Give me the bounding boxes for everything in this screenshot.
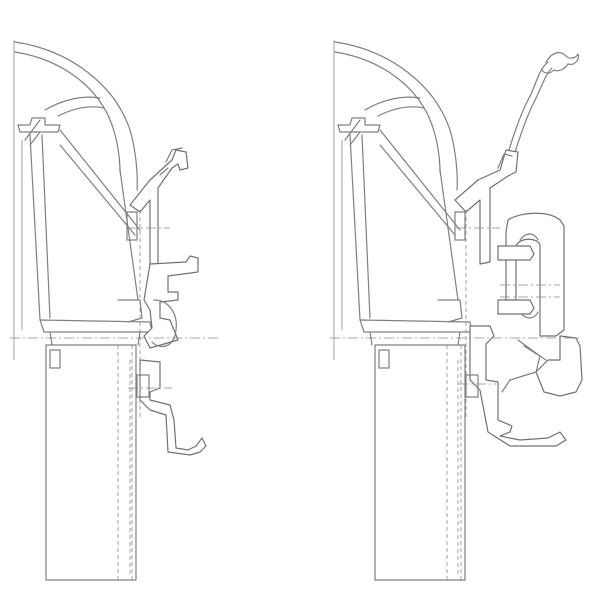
- right-axis-mid: [500, 284, 560, 298]
- right-awning-fabric-inner: [511, 67, 553, 163]
- right-dome-inner: [334, 51, 441, 173]
- left-rail-upper: [129, 149, 189, 273]
- right-wall-block: [374, 344, 466, 581]
- right-awning-channel: [505, 212, 565, 337]
- right-fastener-upper: [454, 211, 466, 241]
- right-awning-fabric: [505, 61, 549, 161]
- left-rail-mid: [143, 255, 199, 349]
- left-dome-inner: [14, 51, 121, 173]
- left-housing-lip: [117, 299, 143, 323]
- right-seal: [359, 319, 473, 346]
- right-fastener-wall: [378, 349, 390, 369]
- right-housing-lip: [437, 299, 463, 323]
- left-rail-upper-notch: [159, 147, 183, 176]
- right-rail-upper-groove: [497, 153, 513, 169]
- left-edge-lines: [13, 40, 23, 360]
- left-fastener-lower: [136, 374, 150, 398]
- left-hook-profile: [151, 299, 177, 348]
- right-clamp-strut: [501, 339, 547, 393]
- right-rail-lower: [469, 325, 567, 447]
- right-shell-ring: [364, 96, 425, 117]
- right-housing-wall: [349, 134, 459, 321]
- left-wall-block: [45, 344, 137, 581]
- left-seal: [39, 319, 153, 346]
- right-dome-outer: [334, 41, 458, 191]
- left-housing-wall: [29, 134, 139, 321]
- left-top-bracket: [17, 117, 61, 133]
- right-frame-diagonal: [344, 119, 461, 236]
- right-rail-upper: [454, 149, 519, 265]
- right-edge-lines: [333, 40, 343, 360]
- right-wall-hidden: [446, 345, 462, 580]
- view-left: [10, 40, 220, 581]
- left-fastener-wall: [49, 349, 61, 369]
- left-dome-outer: [14, 41, 138, 191]
- right-fastener-lower: [465, 374, 479, 398]
- left-shell-ring: [44, 96, 105, 117]
- view-right: [330, 40, 583, 581]
- right-channel-lip-lower: [497, 299, 535, 315]
- left-frame-diagonal: [24, 119, 141, 236]
- left-rail-lower: [139, 359, 207, 456]
- right-awning-scroll: [541, 52, 579, 74]
- right-clamp-block: [535, 335, 583, 397]
- right-channel-lip-upper: [497, 245, 535, 261]
- right-top-bracket: [337, 117, 381, 133]
- left-axis-vert: [129, 210, 141, 575]
- left-fastener-upper: [126, 211, 138, 241]
